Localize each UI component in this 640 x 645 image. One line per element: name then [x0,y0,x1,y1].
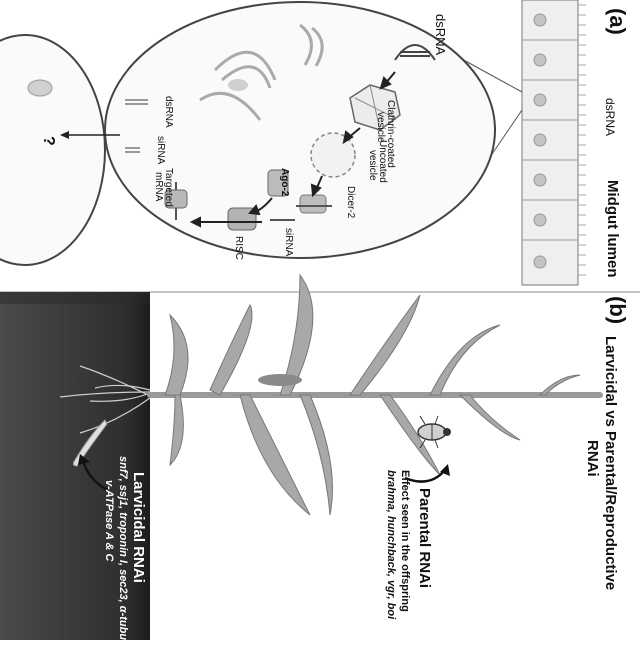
larvicidal-genes-line2: v-ATPase A & C [103,480,115,563]
panel-a-label: (a) [605,8,630,35]
zoom-line [459,57,523,93]
dsrna-strand [400,51,430,57]
midgut-lumen-label: Midgut lumen [604,180,621,278]
targeted-mrna-line2: mRNA [153,172,164,202]
lumen-dsrna-label: dsRNA [603,98,617,136]
panel-b-label: (b) [605,296,630,324]
targeted-mrna [164,182,188,220]
nucleolus [228,79,248,91]
pathway-arrows [189,71,396,228]
entry-dsrna-label: dsRNA [433,14,448,56]
beetle [417,415,451,449]
neighbour-nucleus [27,79,53,97]
larvicidal-title: Larvicidal RNAi [130,472,147,583]
transfer-arrowhead [60,131,69,139]
corn-leaves [164,273,581,516]
panel-b-title-line1: Larvicidal vs Parental/Reproductive [602,336,619,590]
center-sirna-label: siRNA [283,228,294,257]
risc-label: RISC [233,236,244,260]
left-dsrna-label: dsRNA [163,96,174,128]
roots [59,365,151,434]
ago2-label: Ago-2 [279,168,290,197]
epithelial-cells [521,0,586,286]
panel-b-title-line2: RNAi [584,440,601,477]
ago2-protein [267,169,289,197]
left-sirna-label: siRNA [155,136,166,165]
larvicidal-genes-line1: snf7, ssj1, troponin I, sec23, α-tubulin… [117,456,129,640]
parental-arrowhead [440,464,450,476]
parental-desc-line2: brahma, hunchback, vgr, boi [385,470,397,620]
membrane-pit [394,44,436,61]
larvicidal-arrowhead [78,454,90,465]
clathrin-label-line1: Clathrin-coated [385,100,396,168]
dicer-label: Dicer-2 [345,186,356,219]
clathrin-vesicle [349,84,401,131]
question-mark: ? [40,136,57,146]
corn-ear [258,374,302,386]
parental-title: Parental RNAi [416,488,433,588]
panel-b: (b) Larvicidal vs Parental/Reproductive … [0,273,630,645]
clathrin-label-line2: vesicle [375,112,386,143]
midgut-cell [104,1,496,259]
uncoated-label-line1: Uncoated [377,140,388,183]
neighbour-cell [0,34,106,266]
targeted-mrna-line1: Targeted [163,168,174,207]
uncoated-label-line2: vesicle [367,150,378,181]
parental-desc-line1: Effect seen in the offspring [399,470,411,612]
uncoated-vesicle [310,132,356,178]
zoom-line [487,109,523,161]
larva [72,419,108,467]
organelles [199,23,324,121]
panel-a: (a) Midgut lumen dsRNA dsRNA Clathrin-co… [0,0,630,286]
dsrna-sirna-pair [125,99,148,153]
